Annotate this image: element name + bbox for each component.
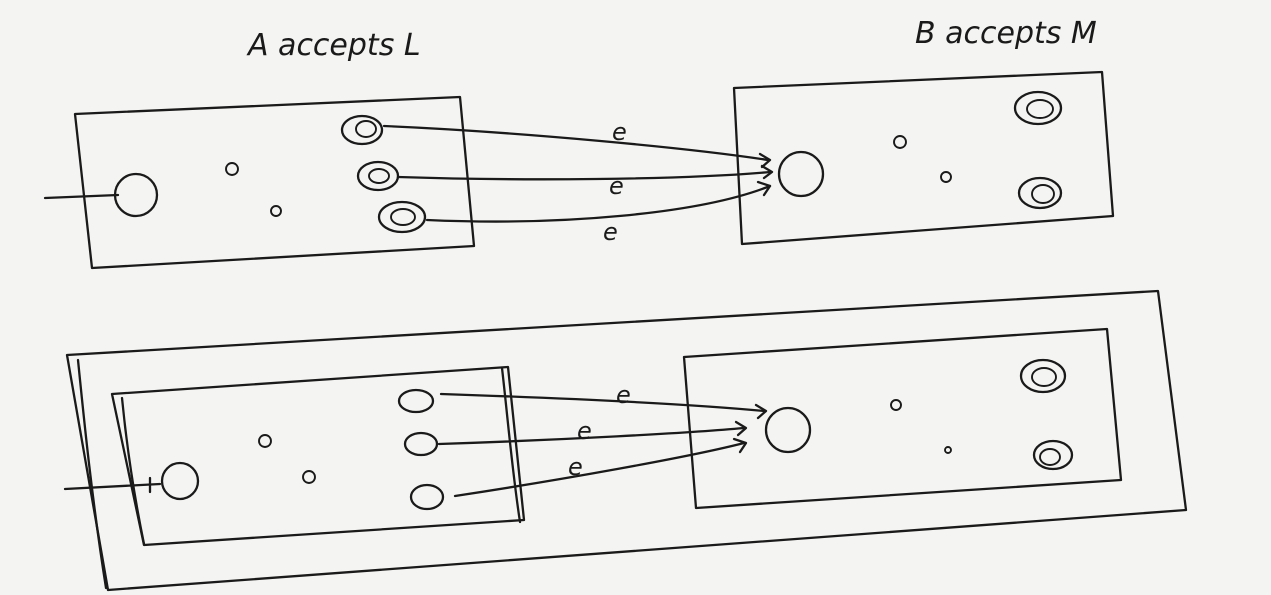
- start-state-a: [113, 172, 159, 218]
- arrowhead-bottom-3: [732, 437, 748, 454]
- epsilon-label-bottom-3: e: [568, 453, 583, 481]
- start-state-b: [777, 150, 825, 198]
- arrowhead-top-2: [760, 164, 774, 180]
- epsilon-arrow-bottom-2: [437, 426, 746, 446]
- state-inner-a-former-accept-2: [403, 431, 439, 457]
- arrowhead-top-3: [756, 180, 772, 197]
- epsilon-label-top-3: e: [603, 218, 618, 246]
- state-inner-a-former-accept-3: [409, 483, 445, 511]
- accept-state-a-1: [340, 114, 384, 146]
- accept-state-a-3: [377, 200, 427, 234]
- state-inner-a-small-2: [302, 470, 316, 484]
- state-a-small-2: [270, 205, 282, 217]
- state-inner-b-small-1: [890, 399, 902, 411]
- epsilon-label-bottom-1: e: [616, 381, 631, 409]
- accept-state-inner-b-2: [1032, 439, 1074, 471]
- automaton-b-box: [732, 70, 1115, 246]
- epsilon-arrow-top-3: [425, 184, 772, 223]
- epsilon-arrow-bottom-1: [439, 392, 766, 413]
- accept-state-inner-b-1: [1019, 358, 1067, 394]
- epsilon-arrow-top-2: [396, 170, 772, 181]
- automaton-a-box: [73, 95, 476, 270]
- label-a-accepts-l: A accepts L: [246, 28, 421, 63]
- label-b-accepts-m: B accepts M: [915, 16, 1097, 51]
- state-inner-b-former-start: [764, 406, 812, 454]
- state-inner-b-small-2: [944, 446, 952, 454]
- state-a-small-1: [225, 162, 239, 176]
- arrowhead-top-1: [758, 152, 772, 169]
- inner-automaton-b-box: [682, 327, 1123, 510]
- state-b-small-2: [940, 171, 952, 183]
- start-state-inner-a: [160, 461, 200, 501]
- inner-a-right-edge: [500, 366, 522, 524]
- arrowhead-bottom-2: [734, 420, 748, 437]
- epsilon-label-top-1: e: [612, 118, 627, 146]
- accept-state-a-2: [356, 160, 400, 192]
- accept-state-b-2: [1017, 176, 1063, 210]
- epsilon-label-bottom-2: e: [577, 417, 592, 445]
- inner-automaton-a-box: [110, 365, 526, 547]
- epsilon-arrow-bottom-3: [453, 441, 746, 498]
- state-inner-a-former-accept-1: [397, 388, 435, 414]
- arrowhead-bottom-1: [754, 403, 768, 420]
- accept-state-b-1: [1013, 90, 1063, 126]
- combined-box-left-edge: [76, 358, 108, 590]
- state-inner-a-small-1: [258, 434, 272, 448]
- inner-a-left-edge: [120, 396, 146, 546]
- start-arrow-combined: [63, 482, 162, 491]
- start-arrow-a: [43, 193, 120, 200]
- epsilon-label-top-2: e: [609, 172, 624, 200]
- epsilon-arrow-top-1: [382, 124, 770, 162]
- state-b-small-1: [893, 135, 907, 149]
